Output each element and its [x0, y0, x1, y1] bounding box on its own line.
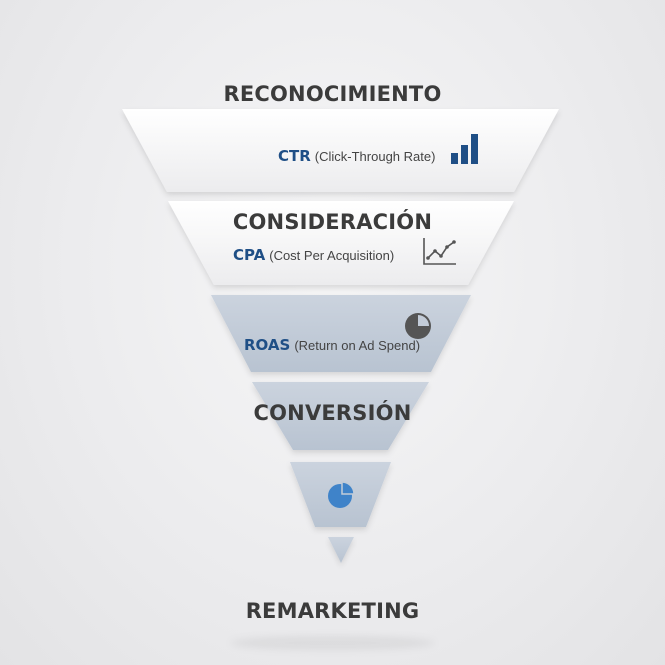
metric-roas-abbr: ROAS — [244, 336, 291, 354]
funnel-segment-6 — [328, 537, 354, 563]
funnel-segment-4 — [252, 382, 429, 450]
stage-label-consideracion: CONSIDERACIÓN — [232, 210, 433, 234]
stage-label-conversion: CONVERSIÓN — [253, 401, 412, 425]
metric-ctr-desc: (Click-Through Rate) — [314, 149, 436, 164]
funnel-segment-1 — [122, 109, 559, 192]
funnel-segment-3 — [211, 295, 471, 372]
pie-chart-icon — [328, 481, 355, 508]
metric-cpa-desc: (Cost Per Acquisition) — [269, 248, 395, 263]
stage-label-reconocimiento: RECONOCIMIENTO — [223, 82, 442, 106]
metric-ctr: CTR(Click-Through Rate) — [278, 147, 435, 165]
pie-chart-icon — [405, 313, 431, 339]
floor-shadow — [230, 636, 435, 650]
metric-roas: ROAS(Return on Ad Spend) — [244, 336, 420, 354]
bar-chart-icon — [451, 134, 478, 164]
metric-roas-desc: (Return on Ad Spend) — [294, 338, 421, 353]
metric-ctr-abbr: CTR — [278, 147, 311, 165]
stage-label-remarketing: REMARKETING — [245, 599, 420, 623]
metric-cpa-abbr: CPA — [233, 246, 266, 264]
metric-cpa: CPA(Cost Per Acquisition) — [233, 246, 394, 264]
line-chart-icon — [423, 238, 456, 265]
